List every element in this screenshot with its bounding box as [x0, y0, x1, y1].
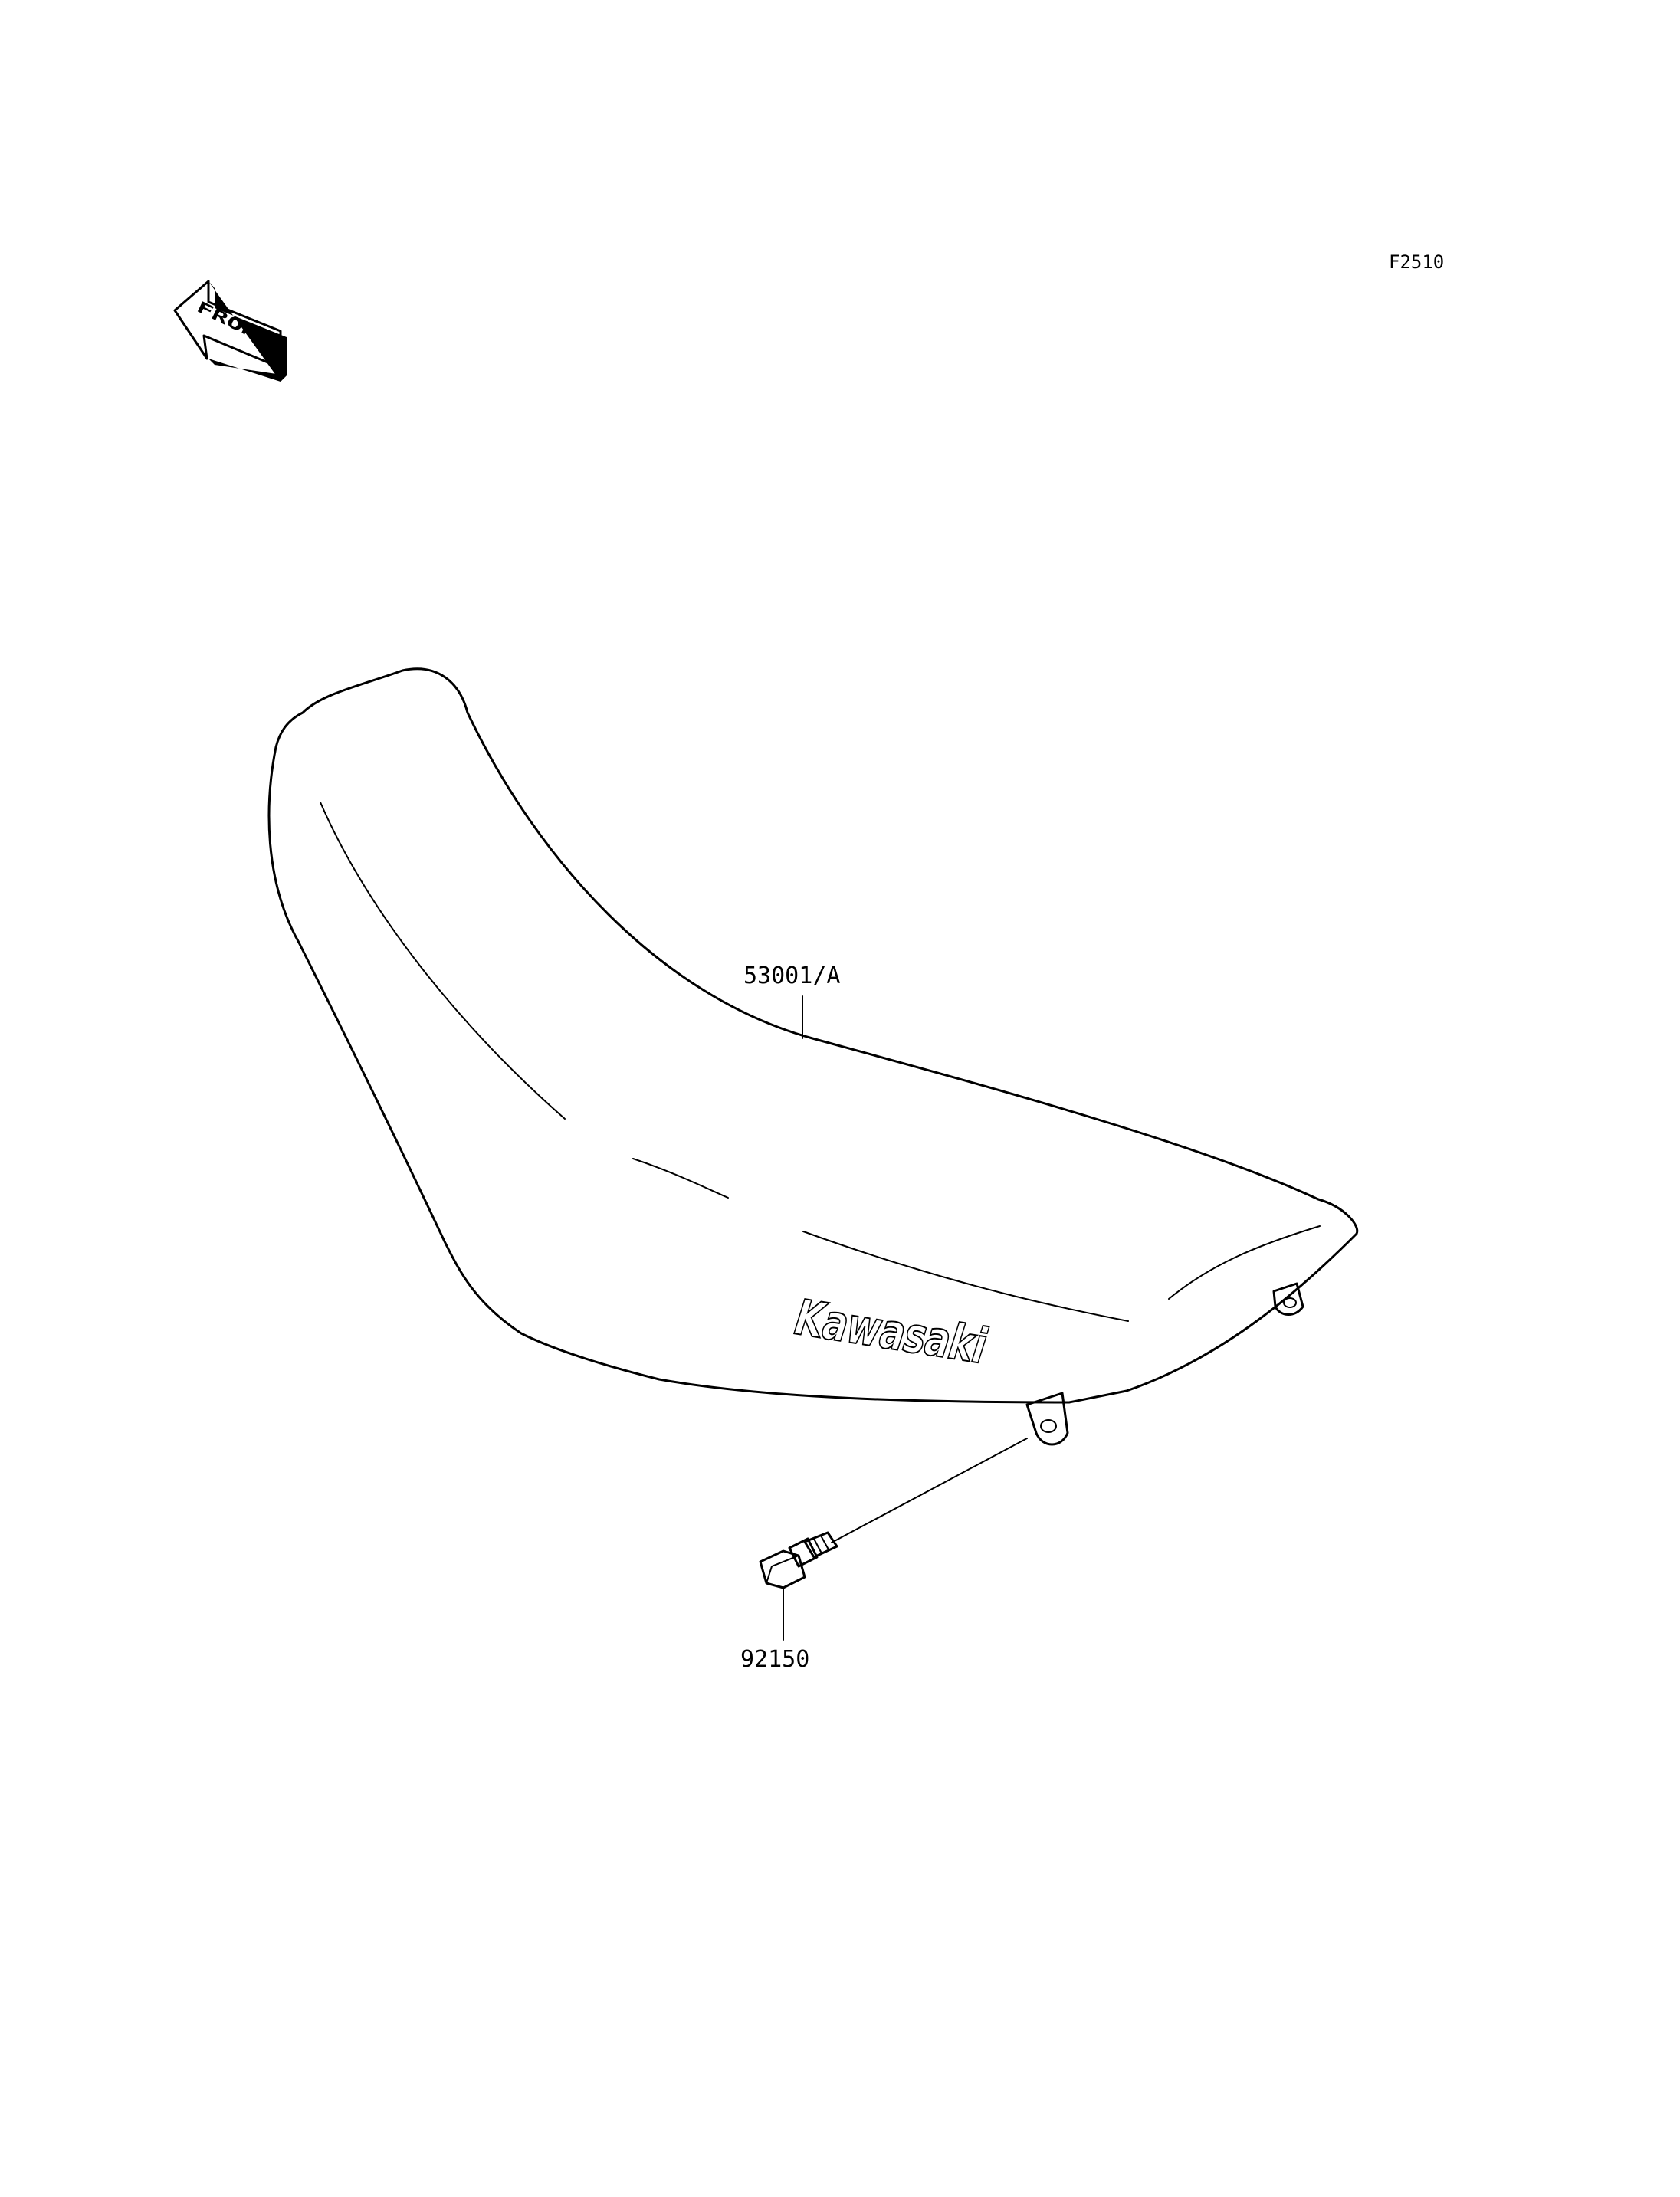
front-arrow-icon: FRONT	[173, 280, 287, 382]
bolt-drawing	[759, 1438, 1028, 1589]
bolt-part-number: 92150	[740, 1646, 809, 1673]
seat-part-number: 53001/A	[743, 962, 840, 989]
seat-drawing: Kawasaki	[267, 667, 1359, 1446]
figure-ref-label: F2510	[1389, 251, 1444, 273]
seat-brand-mark: Kawasaki	[791, 1290, 990, 1376]
